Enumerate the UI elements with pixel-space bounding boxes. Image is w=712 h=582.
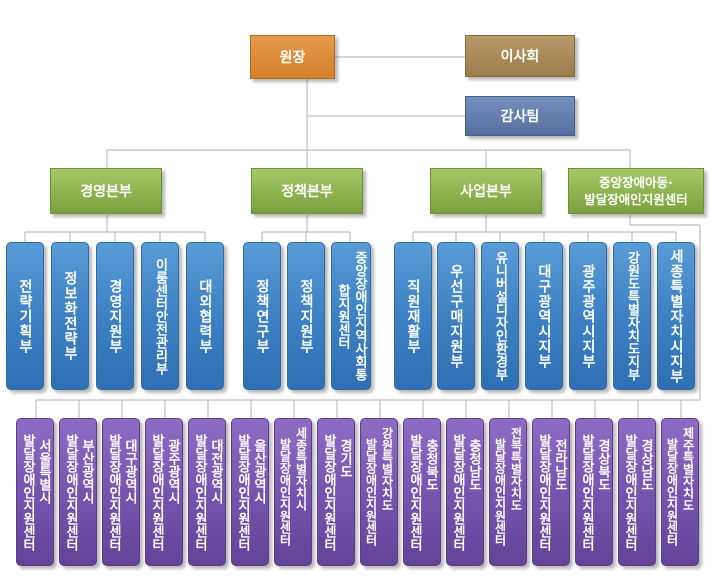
center-box: 발달장애인지원센터 강원특별자치도 [360, 418, 398, 566]
dept-box: 정책지원부 [287, 242, 325, 390]
center-box: 발달장애인지원센터 충청북도 [403, 418, 441, 566]
division-label: 경영본부 [80, 184, 132, 200]
center-region-label: 부산광역시 [79, 439, 94, 504]
center-region-label: 세종특별자치시 [294, 427, 308, 511]
center-box: 발달장애인지원센터 대전광역시 [188, 418, 226, 566]
dept-box: 직원재활부 [394, 242, 432, 390]
center-box: 발달장애인지원센터 충청남도 [446, 418, 484, 566]
director-label: 원장 [279, 50, 306, 66]
center-main-label: 발달장애인지원센터 [579, 433, 594, 551]
center-box: 발달장애인지원센터 부산광역시 [59, 418, 97, 566]
center-main-label: 발달장애인지원센터 [321, 433, 336, 551]
center-main-label: 발달장애인지원센터 [450, 433, 465, 551]
dept-box: 전략기획부 [6, 242, 44, 390]
center-main-label: 발달장애인지원센터 [622, 433, 637, 551]
audit-box: 감사팀 [465, 96, 575, 136]
board-box: 이사회 [465, 35, 575, 77]
dept-label: 정책연구부 [254, 278, 270, 354]
center-box: 발달장애인지원센터 제주특별자치도 [661, 418, 699, 566]
center-region-label: 경기도 [337, 439, 352, 478]
center-region-label: 제주특별자치도 [681, 427, 695, 511]
center-box: 발달장애인지원센터 경기도 [317, 418, 355, 566]
center-region-label: 전북특별자치도 [509, 427, 523, 511]
center-box: 발달장애인지원센터 대구광역시 [102, 418, 140, 566]
center-region-label: 울산광역시 [251, 439, 266, 504]
center-main-label: 발달장애인지원센터 [149, 433, 164, 551]
dept-label: 정책지원부 [298, 278, 314, 354]
center-box: 발달장애인지원센터 경상북도 [575, 418, 613, 566]
division-label: 사업본부 [460, 184, 512, 200]
dept-box: 유니버설디자인환경부 [481, 242, 519, 390]
center-region-label: 경상북도 [595, 439, 610, 491]
dept-label: 정보화전략부 [62, 271, 78, 361]
dept-label: 경영지원부 [107, 278, 123, 354]
dept-label: 대외협력부 [197, 278, 213, 354]
dept-label: 중앙장애인지역사회통합지원센터 [335, 251, 367, 381]
center-main-label: 발달장애인지원센터 [235, 433, 250, 551]
director-box: 원장 [250, 35, 335, 79]
dept-label: 직원재활부 [405, 278, 421, 354]
center-region-label: 서울특별시 [36, 439, 51, 504]
center-main-label: 발달장애인지원센터 [364, 438, 378, 546]
dept-label: 우선구매지원부 [448, 263, 464, 369]
center-main-label: 발달장애인지원센터 [493, 438, 507, 546]
center-region-label: 대구광역시 [122, 439, 137, 504]
dept-box: 대외협력부 [186, 242, 224, 390]
center-main-label: 발달장애인지원센터 [536, 433, 551, 551]
center-main-label: 발달장애인지원센터 [407, 433, 422, 551]
dept-label: 전략기획부 [17, 278, 33, 354]
dept-box: 우선구매지원부 [437, 242, 475, 390]
center-region-label: 대전광역시 [208, 439, 223, 504]
dept-box: 경영지원부 [96, 242, 134, 390]
dept-box: 중앙장애인지역사회통합지원센터 [331, 242, 371, 390]
center-box: 발달장애인지원센터 울산광역시 [231, 418, 269, 566]
center-main-label: 발달장애인지원센터 [20, 433, 35, 551]
dept-label: 세종특별자치시지부 [668, 248, 684, 384]
division-management: 경영본부 [50, 168, 162, 214]
center-region-label: 충청남도 [466, 439, 481, 491]
center-box: 발달장애인지원센터 경상남도 [618, 418, 656, 566]
dept-box: 세종특별자치시지부 [657, 242, 695, 390]
dept-box: 광주광역시지부 [569, 242, 607, 390]
dept-label: 강원도특별자치도지부 [624, 251, 640, 381]
center-box: 발달장애인지원센터 서울특별시 [16, 418, 54, 566]
dept-box: 강원도특별자치도지부 [613, 242, 651, 390]
dept-label: 유니버설디자인환경부 [492, 251, 508, 381]
division-label: 중앙장애아동· 발달장애인지원센터 [584, 175, 688, 207]
center-box: 발달장애인지원센터 세종특별자치시 [274, 418, 312, 566]
center-region-label: 강원특별자치도 [380, 427, 394, 511]
audit-label: 감사팀 [500, 109, 540, 125]
center-region-label: 광주광역시 [165, 439, 180, 504]
center-box: 발달장애인지원센터 전북특별자치도 [489, 418, 527, 566]
center-main-label: 발달장애인지원센터 [192, 433, 207, 551]
center-main-label: 발달장애인지원센터 [278, 438, 292, 546]
center-main-label: 발달장애인지원센터 [63, 433, 78, 551]
dept-label: 이룸센터안전관리부 [152, 257, 168, 375]
dept-label: 광주광역시지부 [580, 263, 596, 369]
board-label: 이사회 [500, 49, 540, 65]
dept-box: 대구광역시지부 [525, 242, 563, 390]
center-box: 발달장애인지원센터 전라남도 [532, 418, 570, 566]
center-main-label: 발달장애인지원센터 [106, 433, 121, 551]
dept-label: 대구광역시지부 [536, 263, 552, 369]
center-region-label: 전라남도 [552, 439, 567, 491]
center-box: 발달장애인지원센터 광주광역시 [145, 418, 183, 566]
division-label: 정책본부 [281, 184, 333, 200]
center-region-label: 경상남도 [638, 439, 653, 491]
center-region-label: 충청북도 [423, 439, 438, 491]
dept-box: 정책연구부 [243, 242, 281, 390]
dept-box: 정보화전략부 [51, 242, 89, 390]
division-business: 사업본부 [430, 168, 542, 214]
division-policy: 정책본부 [251, 168, 363, 214]
division-central-center: 중앙장애아동· 발달장애인지원센터 [568, 168, 704, 214]
center-main-label: 발달장애인지원센터 [665, 438, 679, 546]
dept-box: 이룸센터안전관리부 [141, 242, 179, 390]
